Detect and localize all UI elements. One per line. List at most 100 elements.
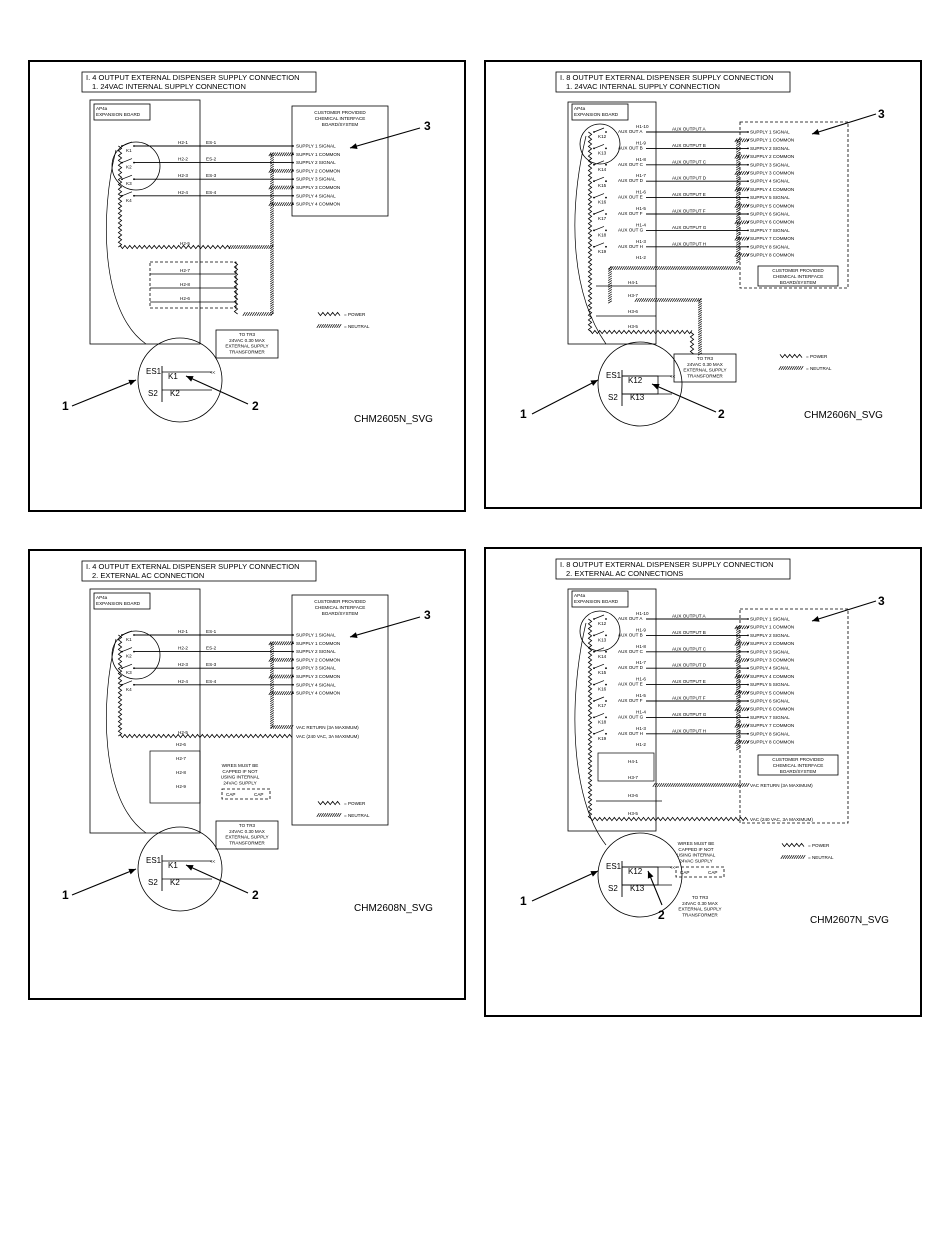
es-terminal-label: ES-2 [206, 646, 217, 651]
relay-k16: K16 [593, 680, 607, 692]
vac-return-label: VAC RETURN (3A MAXIMUM) [750, 783, 813, 788]
power-wire-h2-5 [119, 244, 231, 250]
aux-out-label: AUX OUT G [618, 227, 644, 232]
supply-terminal-label: SUPPLY 4 SIGNAL [296, 193, 336, 198]
relay-k2: K2 [121, 647, 135, 659]
relay-k2: K2 [121, 158, 135, 170]
h-terminal-label: H2-4 [178, 190, 188, 195]
wiring-diagram: I. 8 OUTPUT EXTERNAL DISPENSER SUPPLY CO… [520, 71, 885, 427]
relay-label: K3 [126, 670, 132, 675]
cap-label: CAP [680, 870, 689, 875]
connector-glyph: << [210, 370, 216, 375]
aux-out-label: AUX OUT A [618, 616, 643, 621]
neutral-return [652, 783, 750, 787]
h-terminal-label: H1-8 [636, 644, 646, 649]
relay-label: K2 [126, 654, 132, 659]
h-terminal-label: H2-1 [178, 140, 188, 145]
aux-out-label: AUX OUT D [618, 178, 644, 183]
customer-board-outline [739, 608, 849, 824]
supply-terminal-label: SUPPLY 8 COMMON [750, 740, 794, 745]
supply-terminal-label: SUPPLY 1 SIGNAL [296, 144, 336, 149]
supply-terminal-label: SUPPLY 3 SIGNAL [296, 666, 336, 671]
h-terminal-label: H1-9 [636, 627, 646, 632]
relay-label: K3 [126, 181, 132, 186]
zoom-connector [106, 638, 147, 834]
supply-terminal-label: SUPPLY 5 SIGNAL [750, 195, 790, 200]
common-wire [268, 185, 294, 190]
title-line-1: I. 4 OUTPUT EXTERNAL DISPENSER SUPPLY CO… [86, 562, 300, 571]
callout-1-arrow [71, 868, 137, 896]
h-terminal-label: H1-3 [636, 239, 646, 244]
supply-terminal-label: SUPPLY 8 COMMON [750, 253, 794, 258]
aux-out-label: AUX OUT H [618, 244, 643, 249]
common-wire [734, 253, 750, 257]
supply-terminal-label: SUPPLY 3 SIGNAL [296, 177, 336, 182]
connector-glyph: << [210, 859, 216, 864]
power-vac [589, 816, 749, 822]
h-terminal-label: H1-10 [636, 124, 649, 129]
power-bus [587, 618, 593, 820]
neutral-bus [270, 641, 274, 729]
es-terminal-label: ES-2 [206, 157, 217, 162]
aux-output-label: AUX OUTPUT E [672, 679, 706, 684]
relay-label: K18 [598, 719, 607, 724]
h-lower-label: H4-1 [628, 759, 638, 764]
supply-terminal-label: SUPPLY 7 COMMON [750, 236, 794, 241]
power-to-transformer [689, 331, 695, 355]
h-terminal-label: H2-4 [178, 679, 188, 684]
h-lower-label: H2-6 [180, 296, 190, 301]
neutral-link [228, 245, 274, 249]
vac-supply-label: VAC (240 VAC, 3A MAXIMUM) [296, 734, 359, 739]
detail-relay-top: K1 [168, 372, 178, 381]
detail-relay-top: K1 [168, 861, 178, 870]
callout-2-arrow [185, 375, 249, 405]
supply-terminal-label: SUPPLY 4 COMMON [750, 187, 794, 192]
legend-neutral-symbol [780, 855, 806, 859]
aux-output-label: AUX OUTPUT D [672, 176, 707, 181]
neutral-bus [736, 625, 740, 751]
relay-label: K14 [598, 654, 607, 659]
callout-3: 3 [878, 594, 885, 608]
wire-legend: = POWER= NEUTRAL [316, 311, 370, 329]
customer-board-outline [739, 121, 849, 289]
aux-out-label: AUX OUT G [618, 714, 644, 719]
supply-terminal-label: SUPPLY 8 SIGNAL [750, 244, 790, 249]
title-line-1: I. 4 OUTPUT EXTERNAL DISPENSER SUPPLY CO… [86, 73, 300, 82]
title-line-2: 1. 24VAC INTERNAL SUPPLY CONNECTION [566, 82, 720, 91]
supply-terminal-label: SUPPLY 8 SIGNAL [750, 731, 790, 736]
drawing-code: CHM2606N_SVG [804, 410, 883, 421]
supply-terminal-label: SUPPLY 3 COMMON [750, 658, 794, 663]
supply-terminal-label: SUPPLY 1 COMMON [296, 641, 340, 646]
aux-output-label: AUX OUTPUT A [672, 127, 707, 132]
power-bus [117, 634, 123, 737]
es-terminal-label: ES-1 [206, 140, 217, 145]
legend-power-label: = POWER [808, 843, 830, 848]
relay-k16: K16 [593, 193, 607, 205]
vac-return-label: VAC RETURN (3A MAXIMUM) [296, 725, 359, 730]
relay-k4: K4 [121, 191, 135, 203]
h-terminal-label: H2-2 [178, 646, 188, 651]
supply-terminal-label: SUPPLY 6 COMMON [750, 707, 794, 712]
h-lower-label: H2-9 [176, 784, 186, 789]
legend-power-symbol [317, 311, 341, 317]
supply-terminal-label: SUPPLY 2 SIGNAL [296, 649, 336, 654]
supply-terminal-label: SUPPLY 5 COMMON [750, 690, 794, 695]
supply-terminal-label: SUPPLY 6 SIGNAL [750, 212, 790, 217]
relay-label: K12 [598, 134, 607, 139]
detail-relay-bottom: K13 [630, 393, 645, 402]
relay-label: K12 [598, 621, 607, 626]
wire-legend: = POWER= NEUTRAL [778, 353, 832, 371]
h-lower-label: H2-5 [178, 730, 188, 735]
common-wire [268, 674, 294, 679]
relay-k18: K18 [593, 226, 607, 237]
aux-out-label: AUX OUT D [618, 665, 644, 670]
aux-out-label: AUX OUT C [618, 162, 644, 167]
relay-label: K2 [126, 165, 132, 170]
legend-neutral-label: = NEUTRAL [344, 813, 370, 818]
